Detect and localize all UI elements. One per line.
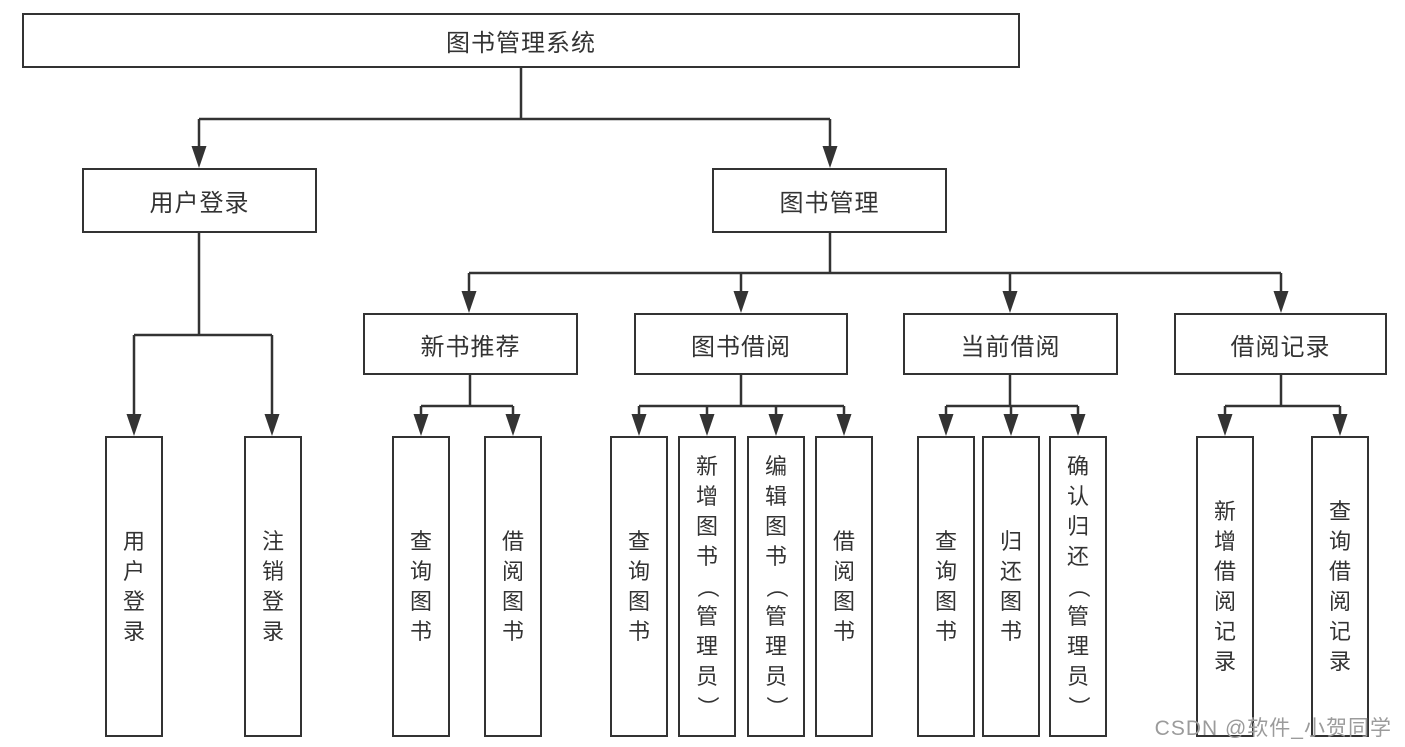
leaf-edit-book-admin: 编辑图书（管理员） [747,436,805,737]
csdn-watermark: CSDN @软件_小贺同学 [1154,717,1392,740]
node-borrowing-records: 借阅记录 [1174,313,1387,375]
connector-root-to-level2 [191,68,838,168]
node-new-book-recommendation: 新书推荐 [363,313,578,375]
leaf-logout: 注销登录 [244,436,302,737]
leaf-add-borrow-record: 新增借阅记录 [1196,436,1254,737]
connector-user-login-children [126,233,280,436]
leaf-return-book: 归还图书 [982,436,1040,737]
node-root-library-management-system: 图书管理系统 [22,13,1020,68]
leaf-borrow-borrow-book: 借阅图书 [815,436,873,737]
connector-new-book-rec-children [413,375,521,436]
node-current-borrowing: 当前借阅 [903,313,1118,375]
connector-book-mgmt-children [461,233,1289,313]
connector-borrow-records-children [1217,375,1348,436]
leaf-add-book-admin: 新增图书（管理员） [678,436,736,737]
leaf-query-borrow-record: 查询借阅记录 [1311,436,1369,737]
leaf-rec-borrow-book: 借阅图书 [484,436,542,737]
leaf-current-query-book: 查询图书 [917,436,975,737]
leaf-confirm-return-admin: 确认归还（管理员） [1049,436,1107,737]
leaf-borrow-query-book: 查询图书 [610,436,668,737]
node-user-login: 用户登录 [82,168,317,233]
leaf-user-login: 用户登录 [105,436,163,737]
leaf-rec-query-book: 查询图书 [392,436,450,737]
node-book-management: 图书管理 [712,168,947,233]
node-book-borrowing: 图书借阅 [634,313,848,375]
connector-current-borrow-children [938,375,1086,436]
connector-book-borrow-children [631,375,852,436]
